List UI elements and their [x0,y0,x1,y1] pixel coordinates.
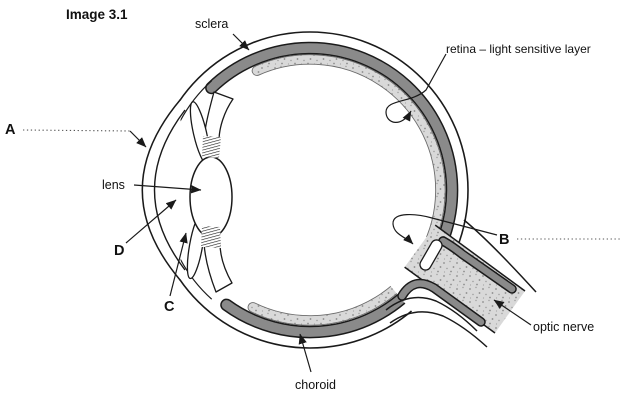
letter-d-leader-line [125,199,177,244]
letter-b: B [499,232,509,248]
label-sclera: sclera [195,17,228,31]
retina-ring [248,55,445,325]
nerve-top-edge [434,224,526,292]
letter-d: D [114,243,124,259]
choroid-strip-upper [439,237,516,293]
anterior-eye [141,91,234,293]
label-lens: lens [102,178,125,192]
choroid-ring [206,43,457,337]
nerve-sheath-lower-outer [389,311,488,348]
figure-title: Image 3.1 [66,7,128,22]
label-retina: retina – light sensitive layer [446,42,591,56]
letter-c-leader-line [169,232,188,297]
cornea-outer [141,98,182,282]
retina-leader-line [385,53,447,123]
nerve-sheath-lower-inner [385,296,478,332]
letter-a-leader-line [129,130,147,148]
inner-wall-top [179,80,213,122]
annotations: Image 3.1 sclera retina – light sensitiv… [5,7,620,392]
inner-wall-bottom [179,258,213,300]
letter-b-leader-line [392,214,498,245]
label-choroid: choroid [295,378,336,392]
letter-a-dotted-line [22,129,131,132]
choroid-strip-lower [398,280,485,326]
ciliary-muscle-top [202,136,221,158]
ciliary-muscle-bottom [201,226,221,248]
cornea-inner [153,109,186,271]
lens-shape [189,156,233,238]
letter-c: C [164,299,175,315]
ciliary-body-lower [203,242,233,293]
choroid-leader-line [298,333,312,373]
label-optic-nerve: optic nerve [533,320,594,334]
sclera-leader-line [232,33,250,51]
lens-leader-line [133,184,202,194]
optic-nerve-leader-line [493,299,532,326]
letter-a: A [5,122,16,138]
nerve-sheath-upper [463,219,537,293]
blind-spot [419,239,443,271]
